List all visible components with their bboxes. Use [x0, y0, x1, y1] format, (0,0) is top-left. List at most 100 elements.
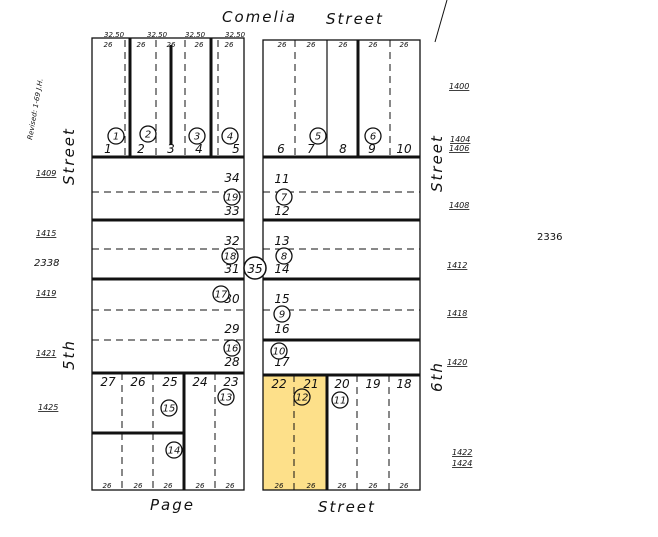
dimension: 32.50: [225, 31, 246, 39]
lot-number: 22: [271, 377, 286, 391]
lot-number: 1: [104, 142, 112, 156]
parcel-number: 5: [315, 132, 321, 143]
lot-number: 13: [274, 234, 289, 248]
parcel-10[interactable]: 10: [270, 342, 288, 360]
frontage-dimension: 26: [103, 482, 112, 490]
parcel-1[interactable]: 1: [107, 127, 125, 145]
lot-number: 4: [195, 142, 203, 156]
street-left-suffix: Street: [60, 127, 78, 185]
parcel-number: 16: [226, 344, 239, 355]
address-label: 1425: [38, 403, 58, 412]
parcel-circle: [275, 247, 293, 265]
address-label: 1406: [449, 144, 469, 153]
parcel-number: 13: [220, 393, 233, 404]
parcel-circle: [331, 391, 349, 409]
address-label: 1424: [452, 459, 472, 468]
parcel-circle: [364, 127, 382, 145]
frontage-dimension: 26: [167, 41, 176, 49]
frontage-dimension: 26: [225, 41, 234, 49]
address-label: 1415: [36, 229, 56, 238]
lot-number: 33: [224, 204, 239, 218]
lot-number: 15: [274, 292, 289, 306]
parcel-3[interactable]: 3: [188, 127, 206, 145]
lot-number: 10: [396, 142, 412, 156]
dimension: 32.50: [147, 31, 168, 39]
parcel-4[interactable]: 4: [221, 127, 239, 145]
frontage-dimension: 26: [339, 41, 348, 49]
frontage-dimension: 26: [134, 482, 143, 490]
frontage-dimension: 26: [164, 482, 173, 490]
lot-number: 3: [167, 142, 175, 156]
parcel-circle: [223, 188, 241, 206]
frontage-dimension: 26: [338, 482, 347, 490]
parcel-18[interactable]: 18: [221, 247, 239, 265]
parcel-5[interactable]: 5: [309, 127, 327, 145]
north-arrow-icon: [434, 0, 448, 43]
lot-number: 8: [339, 142, 347, 156]
lot-number: 29: [224, 322, 239, 336]
parcel-16[interactable]: 16: [223, 339, 241, 357]
parcel-circle: [212, 285, 230, 303]
parcel-circle: [165, 441, 183, 459]
parcel-circle: [273, 305, 291, 323]
dimension: 32.50: [104, 31, 125, 39]
lot-number: 19: [365, 377, 380, 391]
address-label: 1409: [36, 169, 56, 178]
frontage-dimension: 26: [196, 482, 205, 490]
lot-number: 6: [277, 142, 285, 156]
street-right-suffix: Street: [428, 134, 446, 192]
frontage-dimension: 26: [400, 41, 409, 49]
adjacent-block-number: 2336: [537, 232, 562, 243]
left-block: [91, 37, 245, 491]
parcel-number: 18: [224, 252, 237, 263]
parcel-circle: [270, 342, 288, 360]
parcel-number: 7: [281, 193, 288, 204]
street-top-name: Comelia: [222, 8, 297, 26]
lot-number: 5: [232, 142, 240, 156]
lot-number: 31: [224, 262, 239, 276]
address-label: 1408: [449, 201, 469, 210]
parcel-12[interactable]: 12: [293, 388, 311, 406]
lot-number: 9: [368, 142, 376, 156]
frontage-dimension: 26: [307, 41, 316, 49]
lot-number: 12: [274, 204, 289, 218]
parcel-number: 2: [145, 130, 151, 141]
parcel-circle: [217, 388, 235, 406]
block-number-text: 35: [247, 262, 262, 276]
frontage-dimension: 26: [275, 482, 284, 490]
parcel-number: 14: [168, 446, 181, 457]
parcel-7[interactable]: 7: [275, 188, 293, 206]
street-bottom-suffix: Street: [318, 498, 376, 516]
dimension: 32.50: [185, 31, 206, 39]
parcel-13[interactable]: 13: [217, 388, 235, 406]
lot-number: 7: [307, 142, 315, 156]
parcel-9[interactable]: 9: [273, 305, 291, 323]
frontage-dimension: 26: [195, 41, 204, 49]
parcel-6[interactable]: 6: [364, 127, 382, 145]
address-label: 1419: [36, 289, 56, 298]
frontage-dimension: 26: [307, 482, 316, 490]
parcel-15[interactable]: 15: [160, 399, 178, 417]
revision-note: Revised: 1-69 J.H.: [26, 78, 45, 141]
parcel-19[interactable]: 19: [223, 188, 241, 206]
parcel-8[interactable]: 8: [275, 247, 293, 265]
lot-number: 14: [274, 262, 289, 276]
street-right-name: 6th: [428, 361, 446, 392]
lot-number: 26: [130, 375, 146, 389]
parcel-number: 12: [296, 393, 309, 404]
street-top-suffix: Street: [326, 10, 384, 28]
address-label: 2338: [34, 258, 59, 269]
frontage-dimension: 26: [278, 41, 287, 49]
parcel-number: 11: [334, 396, 347, 407]
parcel-11[interactable]: 11: [331, 391, 349, 409]
parcel-2[interactable]: 2: [139, 125, 157, 143]
parcel-14[interactable]: 14: [165, 441, 183, 459]
address-label: 1404: [450, 135, 470, 144]
parcel-circle: [309, 127, 327, 145]
parcel-17[interactable]: 17: [212, 285, 230, 303]
frontage-dimension: 26: [400, 482, 409, 490]
parcel-circle: [107, 127, 125, 145]
lot-number: 20: [334, 377, 350, 391]
